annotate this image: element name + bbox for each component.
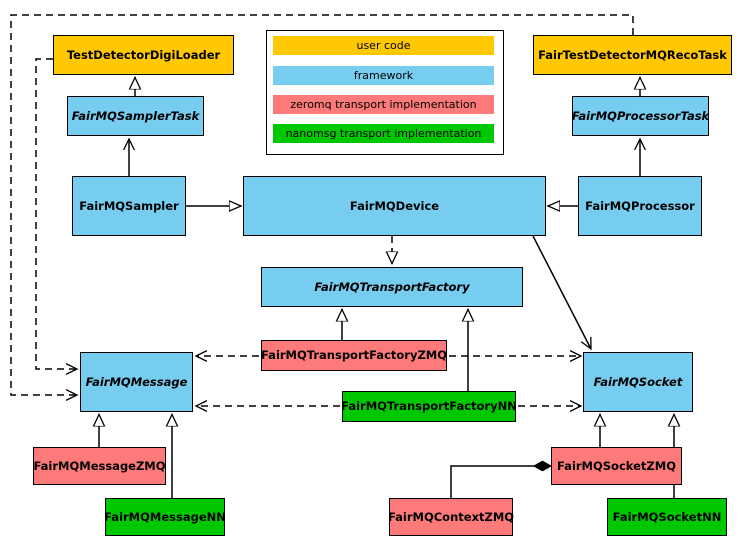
class-node-FairMQTransportFactoryZMQ[interactable]: FairMQTransportFactoryZMQ bbox=[261, 340, 447, 371]
class-node-FairTestDetectorMQRecoTask[interactable]: FairTestDetectorMQRecoTask bbox=[533, 35, 732, 75]
legend-item-user-code: user code bbox=[273, 36, 494, 55]
class-node-FairMQMessageZMQ[interactable]: FairMQMessageZMQ bbox=[33, 447, 166, 485]
class-node-FairMQDevice[interactable]: FairMQDevice bbox=[243, 176, 546, 236]
class-node-label: FairMQMessageNN bbox=[104, 509, 226, 524]
class-node-label: FairMQSampler bbox=[79, 198, 179, 213]
class-node-FairMQTransportFactory[interactable]: FairMQTransportFactory bbox=[261, 267, 523, 307]
class-node-FairMQProcessorTask[interactable]: FairMQProcessorTask bbox=[572, 96, 709, 136]
class-node-FairMQMessage[interactable]: FairMQMessage bbox=[80, 352, 193, 412]
class-node-FairMQProcessor[interactable]: FairMQProcessor bbox=[578, 176, 702, 236]
edge-recotask-to-message bbox=[10, 14, 634, 395]
class-node-label: FairMQProcessorTask bbox=[571, 108, 710, 123]
legend-item-zeromq: zeromq transport implementation bbox=[273, 95, 494, 114]
class-node-label: TestDetectorDigiLoader bbox=[66, 47, 221, 62]
class-node-FairMQSampler[interactable]: FairMQSampler bbox=[72, 176, 186, 236]
class-node-label: FairMQTransportFactoryZMQ bbox=[261, 348, 448, 363]
class-node-label: FairMQDevice bbox=[349, 198, 440, 213]
class-node-FairMQTransportFactoryNN[interactable]: FairMQTransportFactoryNN bbox=[341, 391, 517, 422]
legend-label-user-code: user code bbox=[356, 39, 411, 52]
class-node-label: FairMQSocket bbox=[593, 374, 683, 389]
legend-label-framework: framework bbox=[353, 69, 414, 82]
class-node-FairMQMessageNN[interactable]: FairMQMessageNN bbox=[104, 498, 226, 536]
class-node-label: FairMQSamplerTask bbox=[71, 108, 200, 123]
class-node-FairMQSamplerTask[interactable]: FairMQSamplerTask bbox=[67, 96, 204, 136]
class-node-label: FairMQMessageZMQ bbox=[33, 458, 166, 473]
edge-device-to-socket bbox=[532, 235, 591, 349]
class-node-label: FairMQMessage bbox=[85, 374, 188, 389]
edge-contextzmq-to-socketzmq bbox=[450, 466, 551, 498]
legend-label-nanomsg: nanomsg transport implementation bbox=[285, 127, 482, 140]
class-node-FairMQSocket[interactable]: FairMQSocket bbox=[583, 352, 693, 412]
class-node-FairMQSocketZMQ[interactable]: FairMQSocketZMQ bbox=[551, 447, 682, 485]
class-node-label: FairMQSocketNN bbox=[612, 509, 722, 524]
legend-label-zeromq: zeromq transport implementation bbox=[290, 98, 477, 111]
class-node-label: FairMQProcessor bbox=[585, 198, 695, 213]
class-node-TestDetectorDigiLoader[interactable]: TestDetectorDigiLoader bbox=[53, 35, 234, 75]
class-node-FairMQSocketNN[interactable]: FairMQSocketNN bbox=[607, 498, 727, 536]
class-node-FairMQContextZMQ[interactable]: FairMQContextZMQ bbox=[388, 498, 514, 536]
legend-item-framework: framework bbox=[273, 66, 494, 85]
legend-item-nanomsg: nanomsg transport implementation bbox=[273, 124, 494, 143]
class-node-label: FairTestDetectorMQRecoTask bbox=[538, 47, 727, 62]
class-node-label: FairMQTransportFactoryNN bbox=[341, 399, 517, 414]
class-node-label: FairMQTransportFactory bbox=[314, 279, 470, 294]
edge-digiloader-to-message bbox=[35, 58, 77, 369]
class-node-label: FairMQContextZMQ bbox=[387, 509, 515, 524]
class-node-label: FairMQSocketZMQ bbox=[557, 458, 676, 473]
